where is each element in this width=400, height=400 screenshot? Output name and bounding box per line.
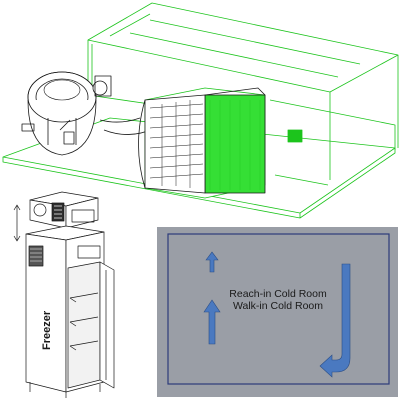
cold-room-frame: [167, 233, 390, 385]
cold-room-panel: Reach-in Cold Room Walk-in Cold Room: [157, 227, 398, 397]
cold-room-label-reach-in: Reach-in Cold Room: [229, 288, 327, 300]
housing-top: [87, 2, 399, 93]
small-up-arrow-icon: [205, 251, 219, 273]
freezer-cabinet: [13, 191, 115, 398]
large-up-arrow-icon: [203, 299, 221, 345]
cold-room-background: [157, 227, 398, 397]
cold-room-label-walk-in: Walk-in Cold Room: [233, 300, 323, 312]
condensing-unit: [2, 2, 399, 219]
compressor: [21, 71, 156, 156]
open-door: [99, 261, 115, 389]
top-mounted-unit: [29, 191, 99, 229]
freezer-label: Freezer: [41, 310, 53, 350]
return-arrow-icon: [319, 263, 351, 378]
lift-arrow-icon: [13, 204, 21, 242]
service-box-icon: [287, 129, 303, 143]
condenser-coil: [138, 87, 266, 199]
